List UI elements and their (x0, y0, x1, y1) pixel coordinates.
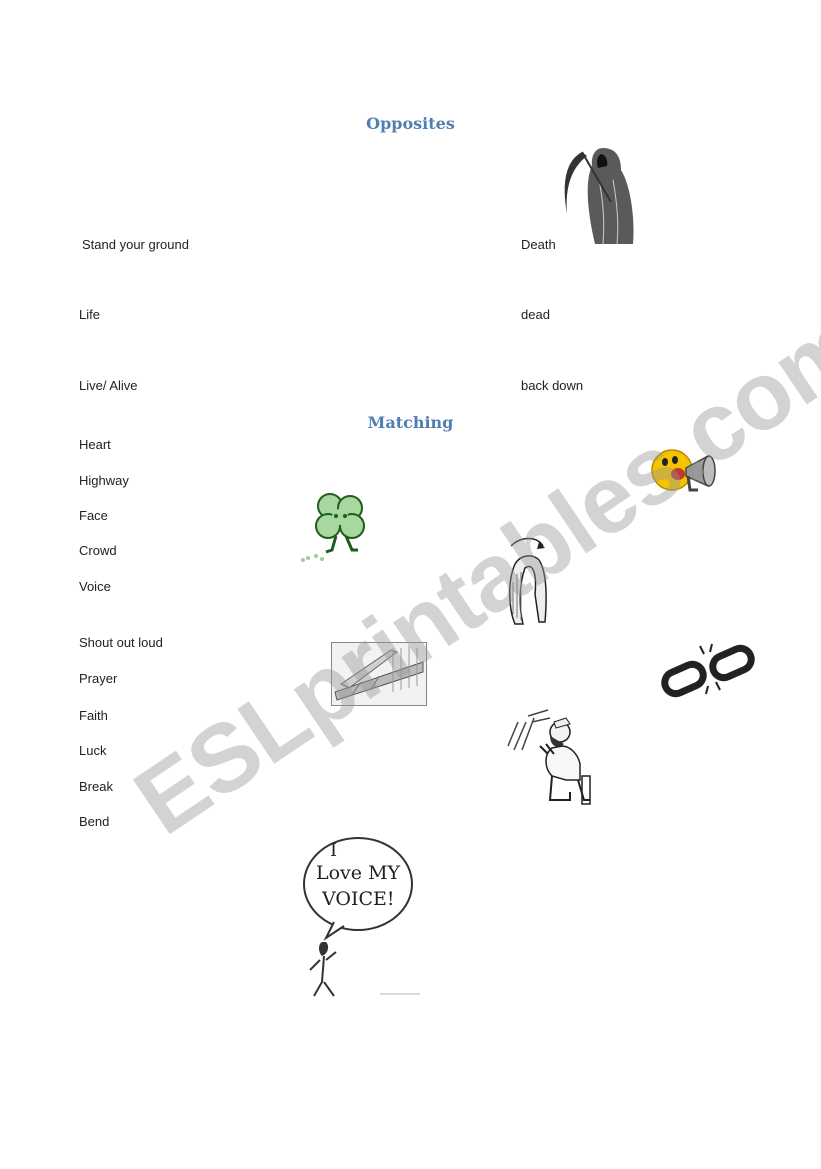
highway-icon (331, 642, 427, 706)
matching-word-luck: Luck (79, 743, 107, 758)
matching-word-bend: Bend (79, 814, 110, 829)
matching-word-prayer: Prayer (79, 671, 118, 686)
opposites-right-3: back down (521, 378, 584, 393)
shouting-person-icon (303, 837, 420, 997)
matching-title: Matching (367, 413, 454, 432)
grim-reaper-icon (564, 148, 634, 245)
opposites-right-1: Death (521, 237, 556, 252)
matching-word-heart: Heart (79, 437, 111, 452)
watermark-text: ESLprintables.com (116, 289, 821, 856)
voice-bubble-line-2: Love MY (316, 862, 401, 884)
opposites-left-2: Life (79, 307, 100, 322)
matching-word-highway: Highway (79, 473, 129, 488)
matching-word-faith: Faith (79, 708, 108, 723)
opposites-left-3: Live/ Alive (79, 378, 138, 393)
matching-word-crowd: Crowd (79, 543, 117, 558)
four-leaf-clover-icon (301, 493, 365, 562)
opposites-right-2: dead (521, 307, 550, 322)
opposites-left-1: Stand your ground (82, 237, 189, 252)
opposites-title: Opposites (366, 114, 455, 133)
broken-chain-icon (661, 643, 755, 698)
bending-figure-icon (509, 537, 547, 625)
shouting-person-cartoon: I Love MY VOICE! (300, 834, 440, 1004)
matching-word-voice: Voice (79, 579, 111, 594)
megaphone-smiley-icon (651, 449, 716, 492)
praying-man-icon (507, 709, 591, 805)
voice-bubble-line-3: VOICE! (322, 888, 395, 910)
matching-word-face: Face (79, 508, 108, 523)
voice-bubble-line-1: I (330, 840, 338, 861)
matching-word-shout-out-loud: Shout out loud (79, 635, 163, 650)
matching-word-break: Break (79, 779, 113, 794)
